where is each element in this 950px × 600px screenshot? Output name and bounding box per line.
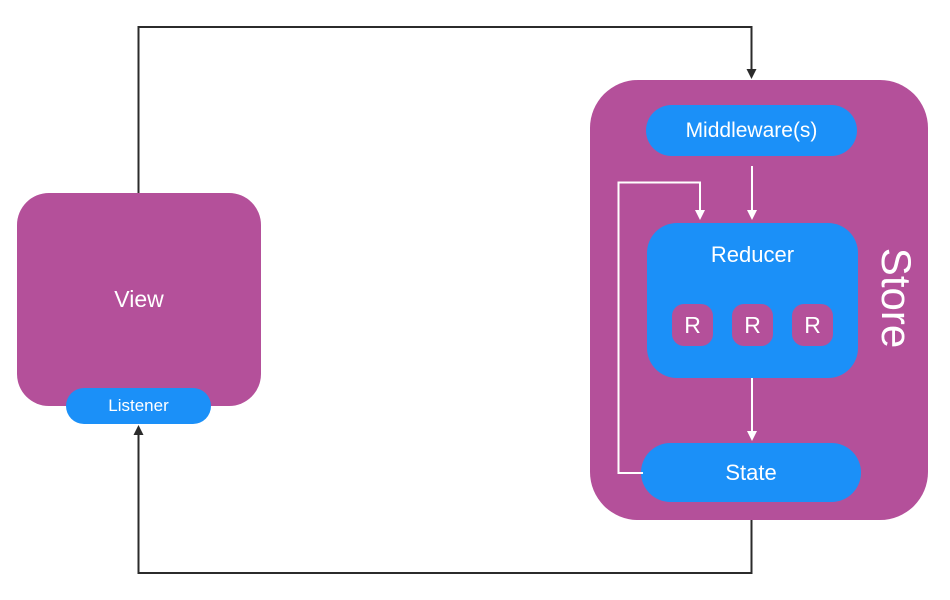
state-pill: State: [641, 443, 861, 502]
state-label: State: [725, 459, 777, 485]
listener-label: Listener: [108, 396, 169, 415]
sub-reducer-label-1: R: [684, 311, 701, 338]
listener-pill: Listener: [66, 388, 211, 424]
reducer-box: Reducer: [647, 223, 858, 378]
store-label: Store: [873, 247, 920, 349]
view-label: View: [114, 286, 164, 312]
middleware-pill: Middleware(s): [646, 105, 857, 156]
view-to-store-arrowhead: [746, 69, 757, 79]
sub-reducer-box-1: R: [672, 304, 713, 346]
reducer-label: Reducer: [710, 242, 795, 267]
sub-reducer-label-2: R: [744, 311, 761, 338]
sub-reducer-label-3: R: [804, 311, 821, 338]
view-box: View: [17, 193, 261, 406]
sub-reducer-box-2: R: [732, 304, 773, 346]
sub-reducer-box-3: R: [792, 304, 833, 346]
store-to-listener-arrowhead: [133, 425, 144, 435]
middleware-label: Middleware(s): [685, 118, 818, 142]
